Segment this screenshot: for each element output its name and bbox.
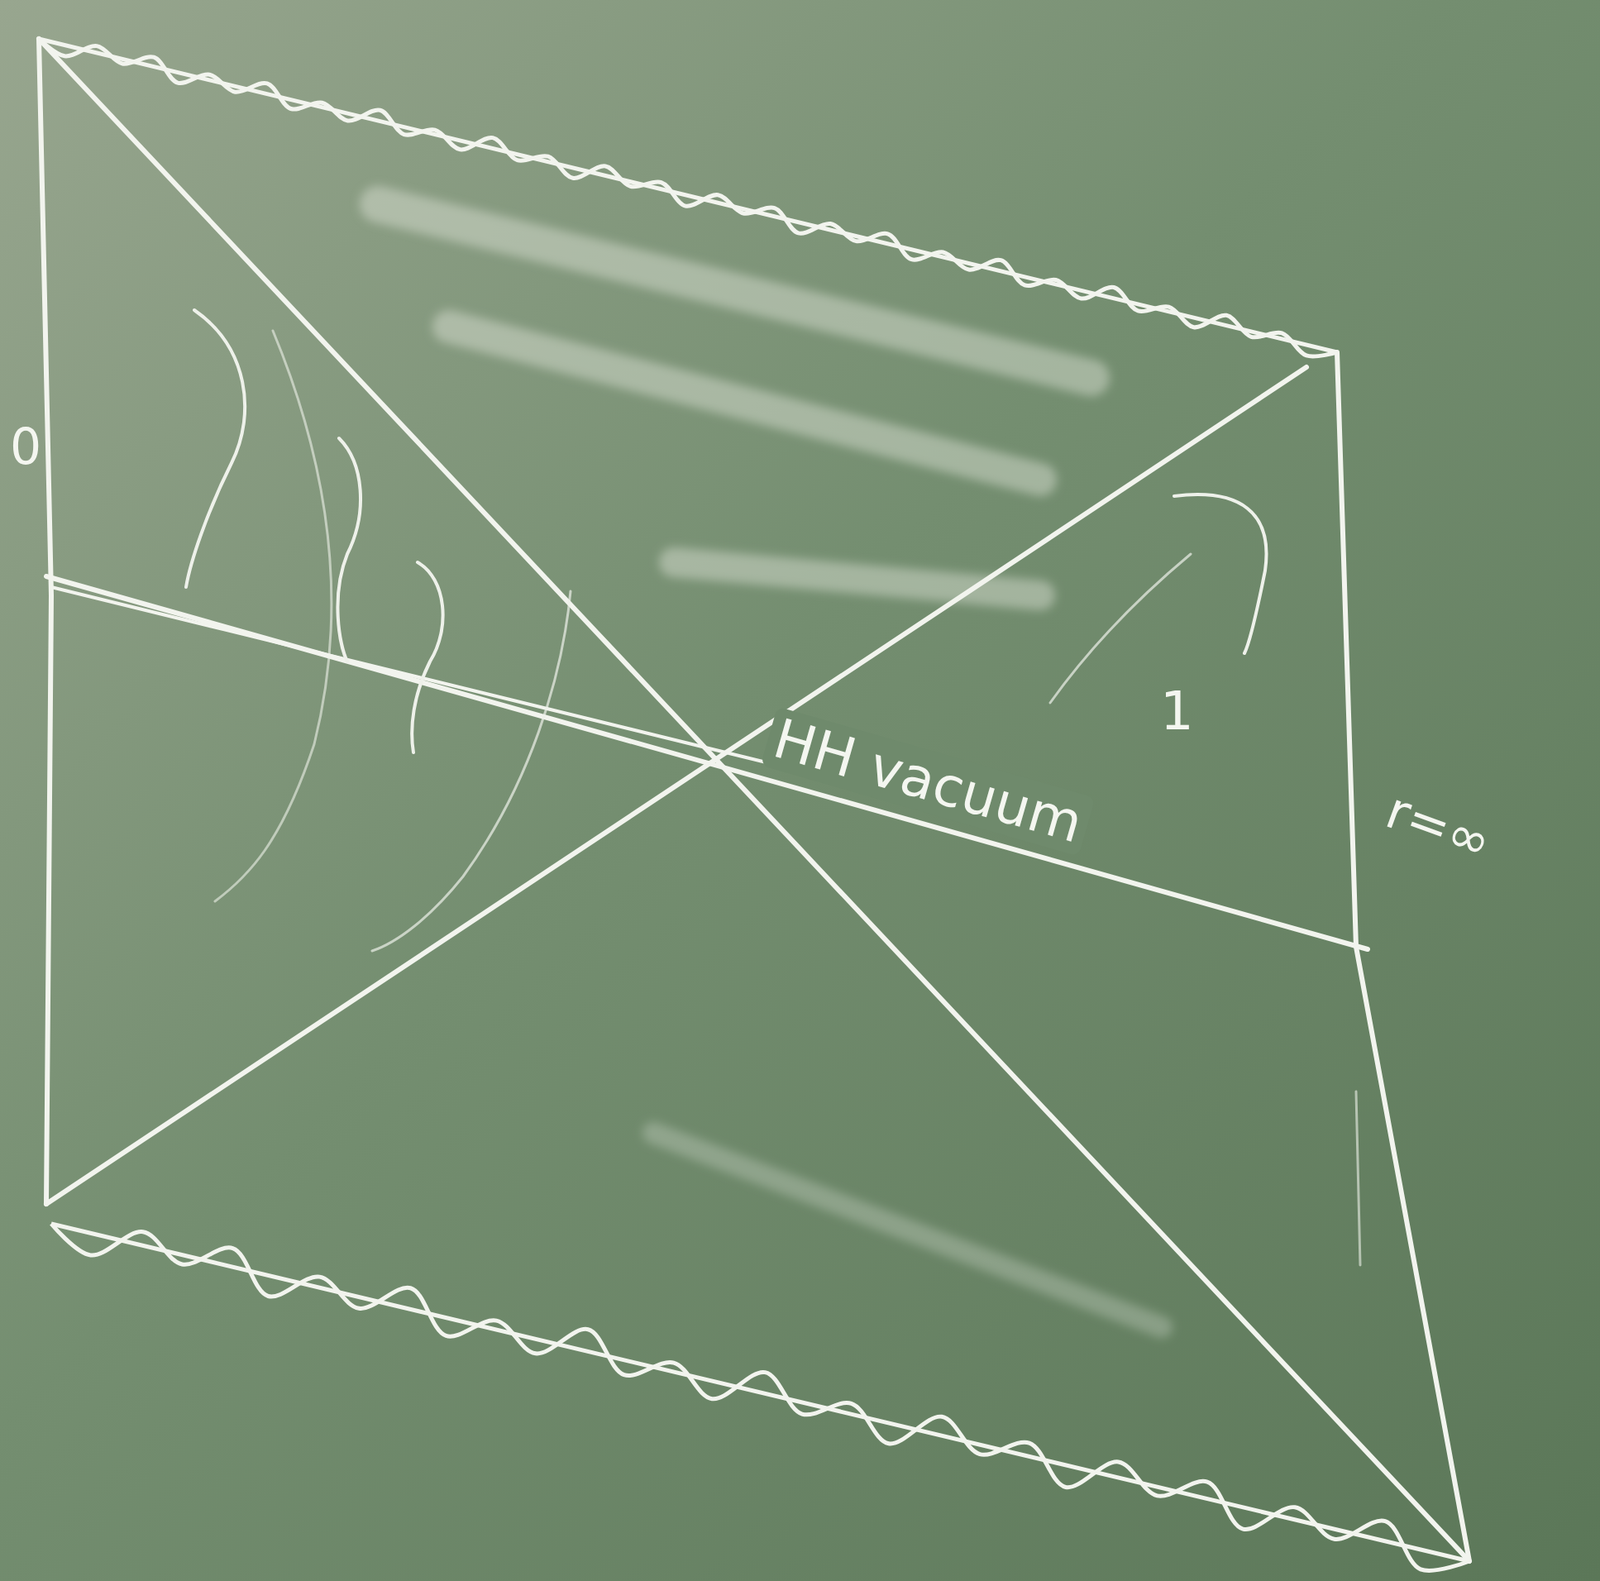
diagonal [46,367,1307,1204]
curve [214,330,332,902]
diagonal [38,38,1470,1562]
left-boundary [38,38,52,1204]
region-label: HH vacuum [760,706,1096,856]
singularities [38,38,1470,1571]
curve [1174,494,1267,654]
curve [186,310,245,588]
region-label: 1 [1153,681,1201,741]
curve [411,562,443,753]
boundary-label: r=∞ [1372,778,1505,875]
curve [337,438,361,662]
curve [372,591,571,951]
erased-smudges [377,204,1162,1328]
horizontal-slice [46,576,1368,950]
bottom-singularity [51,1223,1470,1571]
tick [1356,1091,1361,1266]
curve [1050,554,1191,703]
boundary-label: 0 [3,418,48,475]
bottom-edge [51,1223,1470,1562]
top-singularity [38,38,1338,357]
penrose-diagram [38,38,1470,1562]
top-edge [38,38,1338,353]
right-boundary [1337,352,1470,1562]
horizontal-slice [51,587,827,778]
sketch-curves [186,310,1361,1266]
